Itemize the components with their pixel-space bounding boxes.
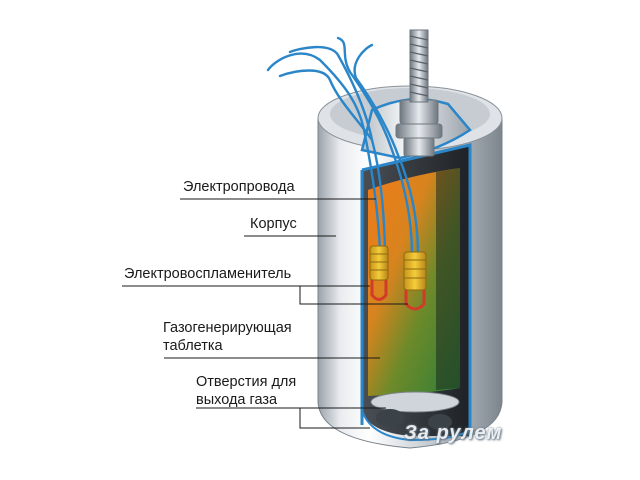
label-igniter: Электровоспламенитель: [124, 266, 292, 282]
label-tablet-line2: таблетка: [163, 338, 223, 354]
gas-outlet-holes: [361, 391, 471, 442]
label-tablet-line1: Газогенерирующая: [163, 320, 292, 336]
leader-lines: [122, 198, 408, 429]
label-holes-line1: Отверстия для: [196, 374, 297, 390]
label-holes-line2: выхода газа: [196, 392, 278, 408]
electric-wires: [266, 36, 420, 257]
threaded-bolt: [409, 29, 429, 103]
watermark: За рулем: [404, 422, 503, 444]
electric-igniters: [369, 245, 427, 311]
label-wires: Электропровода: [183, 179, 295, 195]
label-housing: Корпус: [250, 216, 297, 232]
